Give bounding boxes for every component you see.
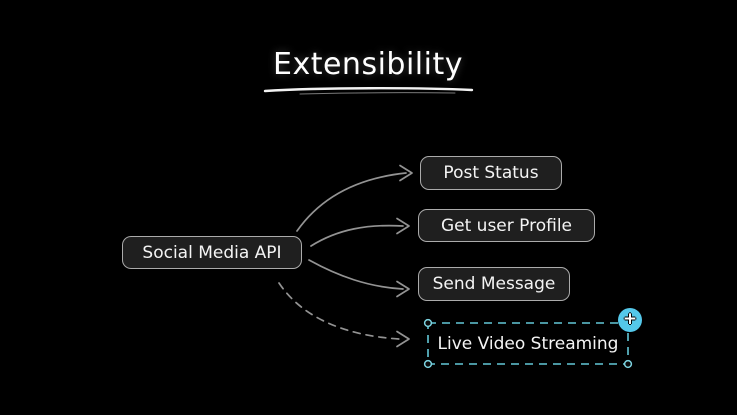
node-label: Live Video Streaming: [437, 333, 619, 354]
node-send-message[interactable]: Send Message: [418, 267, 570, 301]
add-feature-button[interactable]: +: [618, 308, 642, 332]
node-live-video-streaming[interactable]: Live Video Streaming: [428, 323, 628, 364]
node-post-status[interactable]: Post Status: [420, 156, 562, 190]
node-get-user-profile[interactable]: Get user Profile: [418, 209, 595, 242]
selection-handle-bottom-right[interactable]: [623, 359, 633, 369]
page-title: Extensibility: [273, 47, 463, 82]
arrow-to-get-user-profile: [310, 217, 410, 247]
selection-outline: [427, 322, 629, 365]
selection-handle-top-left[interactable]: [423, 318, 433, 328]
selection-handle-bottom-left[interactable]: [423, 359, 433, 369]
arrow-to-send-message: [308, 259, 410, 298]
title-underline-secondary: [299, 92, 456, 95]
node-label: Post Status: [443, 163, 539, 183]
title-underline: [263, 87, 474, 93]
dashed-arrow-to-live-video-streaming: [278, 282, 410, 348]
arrow-to-post-status: [296, 164, 413, 232]
node-label: Social Media API: [142, 242, 282, 263]
node-social-media-api[interactable]: Social Media API: [122, 236, 302, 269]
plus-icon: +: [622, 309, 638, 329]
node-label: Get user Profile: [440, 215, 573, 236]
node-label: Send Message: [432, 274, 556, 294]
